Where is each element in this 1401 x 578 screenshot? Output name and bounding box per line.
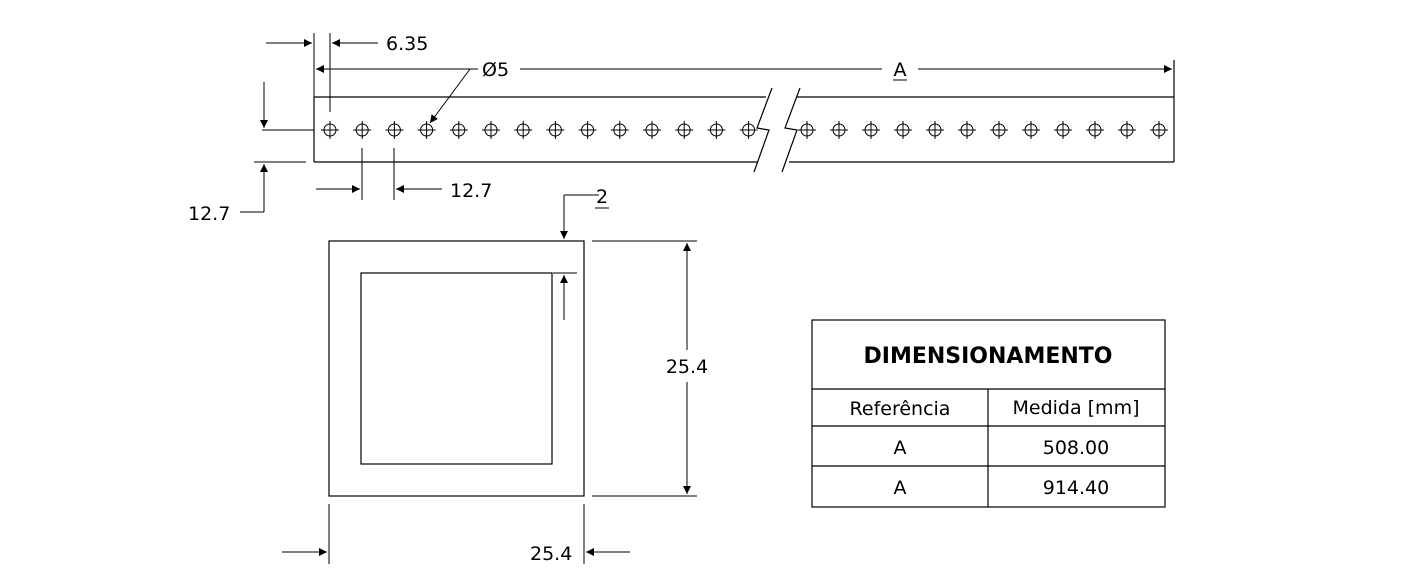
break-line-right: [781, 87, 801, 173]
hole-symbol: [830, 121, 848, 139]
dim-hole-height: 12.7: [188, 82, 306, 225]
dim-section-height: 25.4: [592, 240, 708, 497]
hole-symbol: [862, 121, 880, 139]
hole-symbol: [707, 121, 726, 139]
table-cell-measure: 508.00: [1043, 437, 1109, 459]
hole-symbol: [1054, 121, 1072, 139]
table-cell-ref: A: [894, 477, 907, 499]
hole-symbol: [1022, 121, 1040, 139]
table-header-reference: Referência: [850, 398, 951, 420]
dim-hole-diameter: Ø5: [429, 59, 509, 124]
hole-symbol: [610, 121, 629, 139]
hole-symbol: [514, 121, 533, 139]
hole-symbol: [417, 121, 436, 139]
dim-section-width-label: 25.4: [530, 543, 572, 565]
hole-symbol: [449, 121, 468, 139]
hole-symbol: [1150, 121, 1168, 139]
table-cell-ref: A: [894, 437, 907, 459]
dim-hole-pitch: 12.7: [316, 148, 492, 202]
hole-symbol: [643, 121, 661, 139]
dim-wall-thickness-label: 2: [596, 186, 608, 208]
bar-top-view: [313, 60, 1175, 173]
hole-symbol: [578, 121, 597, 139]
hole-symbol: [482, 121, 500, 139]
hole-symbol: [353, 121, 372, 139]
dim-section-width: 25.4: [282, 504, 630, 565]
dim-section-height-label: 25.4: [666, 356, 708, 378]
dim-hole-height-label: 12.7: [188, 203, 230, 225]
dim-length: A: [316, 59, 1172, 81]
hole-symbol: [321, 121, 339, 139]
hole-symbol: [739, 121, 758, 139]
dim-length-label: A: [894, 59, 907, 81]
dimension-table: DIMENSIONAMENTO Referência Medida [mm] A…: [811, 319, 1166, 508]
hole-symbol: [926, 121, 944, 139]
dim-wall-thickness: 2: [553, 186, 609, 320]
hole-symbol: [990, 121, 1008, 139]
hole-symbol: [1118, 121, 1136, 139]
table-title: DIMENSIONAMENTO: [864, 344, 1113, 369]
hole-symbol: [385, 121, 404, 139]
hole-symbol: [894, 121, 912, 139]
table-cell-measure: 914.40: [1043, 477, 1109, 499]
hole-symbol: [958, 121, 976, 139]
hole-symbol: [546, 121, 565, 139]
hole-symbol: [1086, 121, 1104, 139]
dim-hole-diameter-label: Ø5: [482, 59, 509, 81]
tube-section-view: [328, 240, 585, 497]
dim-hole-pitch-label: 12.7: [450, 180, 492, 202]
hole-symbol: [798, 121, 816, 139]
dim-hole-offset: 6.35: [266, 33, 428, 112]
break-line-left: [753, 87, 773, 173]
dim-hole-offset-label: 6.35: [386, 33, 428, 55]
hole-row: [321, 121, 1168, 139]
table-header-measure: Medida [mm]: [1012, 397, 1139, 419]
hole-symbol: [675, 121, 694, 139]
